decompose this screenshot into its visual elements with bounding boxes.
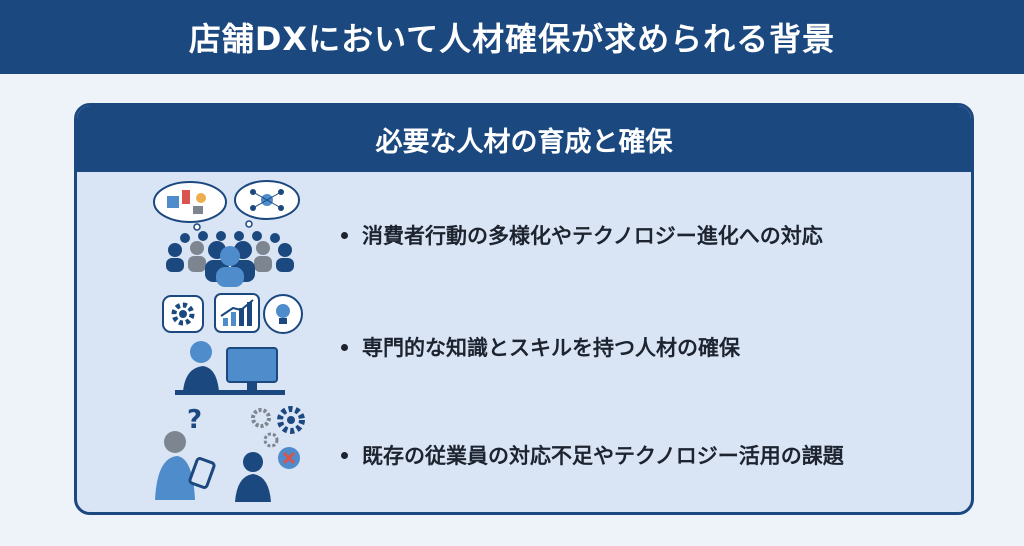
reason-text-1: 消費者行動の多様化やテクノロジー進化への対応 — [362, 224, 823, 248]
reasons-card: 必要な人材の育成と確保 — [74, 103, 974, 515]
bullet-dot — [341, 231, 348, 239]
card-title: 必要な人材の育成と確保 — [375, 126, 673, 158]
card-header: 必要な人材の育成と確保 — [77, 106, 971, 172]
svg-text:?: ? — [187, 405, 202, 435]
reason-row-3: ? — [77, 400, 971, 510]
bullet-dot — [341, 343, 348, 351]
reason-text-3: 既存の従業員の対応不足やテクノロジー活用の課題 — [362, 444, 844, 468]
top-banner: 店舗DXにおいて人材確保が求められる背景 — [0, 0, 1024, 74]
reason-row-1: 消費者行動の多様化やテクノロジー進化への対応 — [77, 180, 971, 290]
page-title: 店舗DXにおいて人材確保が求められる背景 — [188, 20, 836, 58]
specialist-workstation-icon — [145, 292, 315, 402]
reason-row-2: 専門的な知識とスキルを持つ人材の確保 — [77, 292, 971, 402]
card-body: 消費者行動の多様化やテクノロジー進化への対応 — [77, 172, 971, 512]
bullet-dot — [341, 451, 348, 459]
staff-challenge-icon: ? — [145, 400, 315, 510]
reason-text-2: 専門的な知識とスキルを持つ人材の確保 — [362, 336, 740, 360]
consumer-crowd-icon — [145, 180, 315, 290]
